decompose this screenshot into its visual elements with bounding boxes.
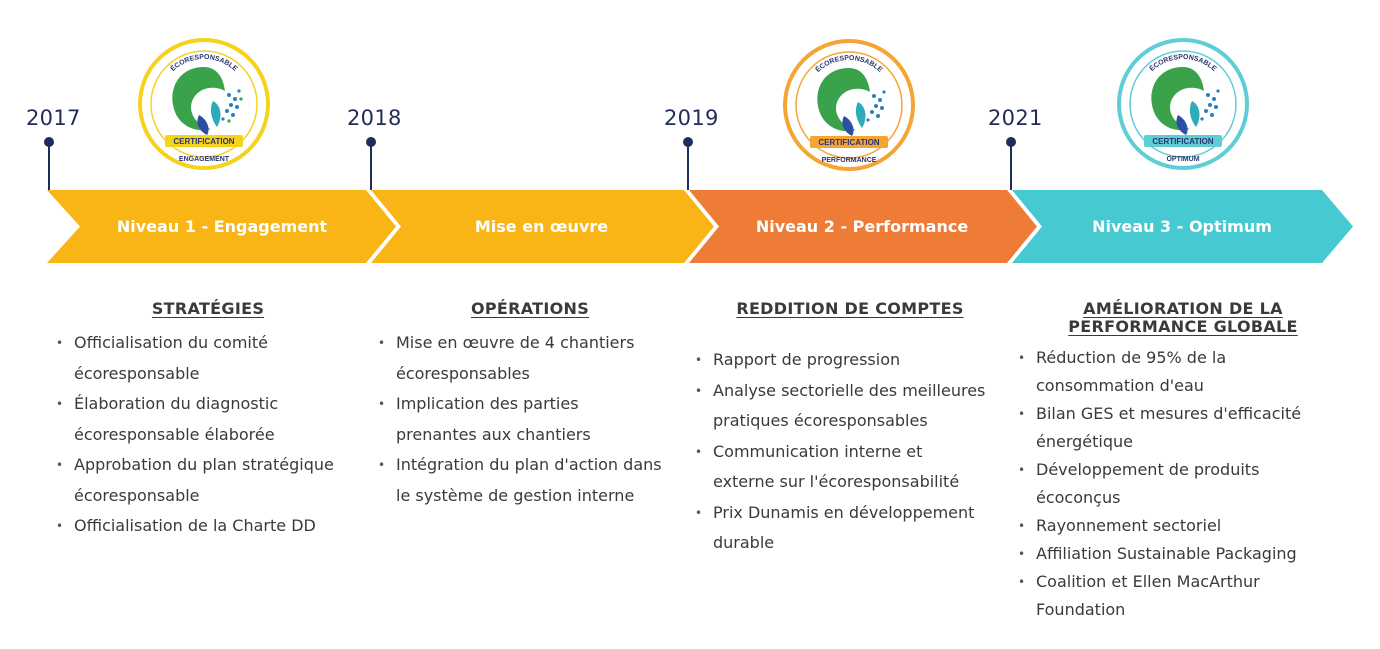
list-item: Élaboration du diagnostic <box>56 389 366 420</box>
badge-band-text: CERTIFICATION <box>818 138 879 147</box>
list-item: Communication interne et <box>695 437 1010 468</box>
timeline-arrows <box>47 190 1353 263</box>
list-item-cont: écoresponsables <box>396 363 530 383</box>
column-title-line: AMÉLIORATION DE LA <box>1083 299 1283 318</box>
list-item-cont: écoresponsable <box>74 485 200 505</box>
list-item: Approbation du plan stratégique <box>56 450 366 481</box>
certification-badge-performance: ÉCORESPONSABLE CERTIFICATION PERFORMANCE <box>783 39 915 171</box>
list-item-cont: pratiques écoresponsables <box>713 411 928 430</box>
list-item: Coalition et Ellen MacArthur <box>1018 568 1348 596</box>
year-marker-2017 <box>44 137 54 190</box>
column-strategies: STRATÉGIES Officialisation du comité éco… <box>56 300 366 542</box>
arrow-label-performance: Niveau 2 - Performance <box>719 190 1005 263</box>
list-item: Affiliation Sustainable Packaging <box>1018 540 1348 568</box>
column-title-line: REDDITION DE COMPTES <box>736 299 964 318</box>
column-operations: OPÉRATIONS Mise en œuvre de 4 chantiers … <box>378 300 688 511</box>
column-reddition: REDDITION DE COMPTES Rapport de progress… <box>695 300 1010 559</box>
arrow-text: Niveau 1 - Engagement <box>116 217 328 236</box>
list-item: Développement de produits <box>1018 456 1348 484</box>
list-item: Rapport de progression <box>695 345 1010 376</box>
item-list: Réduction de 95% de la consommation d'ea… <box>1018 344 1348 624</box>
column-title: REDDITION DE COMPTES <box>695 300 1005 318</box>
arrow-label-engagement: Niveau 1 - Engagement <box>80 190 364 263</box>
list-item-cont: énergétique <box>1036 432 1133 451</box>
column-title: OPÉRATIONS <box>378 300 682 318</box>
year-2018: 2018 <box>347 106 402 130</box>
list-item: Réduction de 95% de la <box>1018 344 1348 372</box>
arrow-shape-mise-en-oeuvre <box>371 190 714 263</box>
badge-band-text: CERTIFICATION <box>1152 137 1213 146</box>
list-item: Rayonnement sectoriel <box>1018 512 1348 540</box>
arrow-shape-optimum <box>1012 190 1353 263</box>
arrow-shape-performance <box>689 190 1037 263</box>
arrow-shape-engagement <box>47 190 396 263</box>
list-item-cont: externe sur l'écoresponsabilité <box>713 472 960 491</box>
list-item-cont: écoresponsable élaborée <box>74 424 275 444</box>
list-item: Analyse sectorielle des meilleures <box>695 376 1010 407</box>
badge-band-text: CERTIFICATION <box>173 137 234 146</box>
list-item: Bilan GES et mesures d'efficacité <box>1018 400 1348 428</box>
certification-badge-optimum: ÉCORESPONSABLE CERTIFICATION OPTIMUM <box>1117 38 1249 170</box>
list-item-cont: prenantes aux chantiers <box>396 424 591 444</box>
item-list: Rapport de progression Analyse sectoriel… <box>695 345 1010 559</box>
list-item: Mise en œuvre de 4 chantiers <box>378 328 688 359</box>
item-list: Officialisation du comité écoresponsable… <box>56 328 366 542</box>
list-item: Intégration du plan d'action dans <box>378 450 688 481</box>
column-title: STRATÉGIES <box>56 300 360 318</box>
arrow-label-optimum: Niveau 3 - Optimum <box>1042 190 1322 263</box>
badge-level-name: OPTIMUM <box>1166 156 1199 163</box>
list-item-cont: écoresponsable <box>74 363 200 383</box>
arrow-label-mise-en-oeuvre: Mise en œuvre <box>401 190 682 263</box>
year-2017: 2017 <box>26 106 81 130</box>
column-amelioration: AMÉLIORATION DE LA PERFORMANCE GLOBALE R… <box>1018 300 1348 624</box>
year-2021: 2021 <box>988 106 1043 130</box>
certification-badge-engagement: ÉCORESPONSABLE CERTIFICATION ENGAGEMENT <box>138 38 270 170</box>
column-title-line: STRATÉGIES <box>151 299 265 318</box>
list-item-cont: consommation d'eau <box>1036 376 1204 395</box>
badge-level-name: PERFORMANCE <box>822 157 877 164</box>
list-item: Implication des parties <box>378 389 688 420</box>
year-marker-2019 <box>683 137 693 190</box>
list-item: Prix Dunamis en développement <box>695 498 1010 529</box>
list-item: Officialisation de la Charte DD <box>56 511 366 542</box>
column-title: AMÉLIORATION DE LA PERFORMANCE GLOBALE <box>1018 300 1348 336</box>
year-marker-2018 <box>366 137 376 190</box>
list-item: Officialisation du comité <box>56 328 366 359</box>
list-item-cont: écoconçus <box>1036 488 1121 507</box>
badge-level-name: ENGAGEMENT <box>179 156 230 163</box>
arrow-text: Mise en œuvre <box>474 217 609 236</box>
arrow-text: Niveau 3 - Optimum <box>1092 217 1272 236</box>
year-2019: 2019 <box>664 106 719 130</box>
list-item-cont: le système de gestion interne <box>396 485 635 505</box>
item-list: Mise en œuvre de 4 chantiers écoresponsa… <box>378 328 688 511</box>
column-title-line: OPÉRATIONS <box>470 299 590 318</box>
list-item-cont: durable <box>713 533 775 552</box>
arrow-text: Niveau 2 - Performance <box>755 217 969 236</box>
list-item-cont: Foundation <box>1036 600 1126 619</box>
year-marker-2021 <box>1006 137 1016 190</box>
column-title-line: PERFORMANCE GLOBALE <box>1068 317 1298 336</box>
